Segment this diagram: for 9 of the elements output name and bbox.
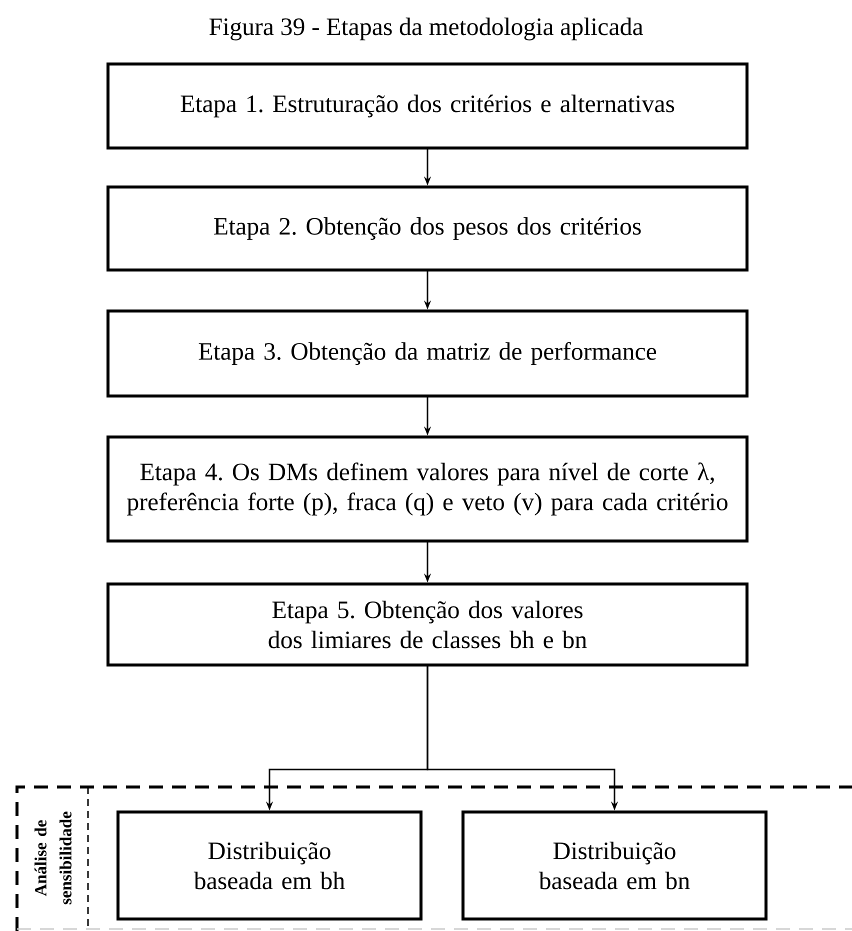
vertical-label: Análise de sensibilidade — [34, 812, 72, 904]
process-box: Etapa 5. Obtenção dos valores dos limiares de classes bh e bn — [106, 582, 748, 666]
process-box: Etapa 4. Os DMs definem valores para nível de corte λ, preferência forte (p), fraca (q) e veto (v) para cada critério — [106, 436, 748, 542]
process-box: Distribuição baseada em bh — [116, 810, 422, 920]
process-box: Etapa 1. Estruturação dos critérios e alternativas — [106, 62, 748, 150]
process-box: Distribuição baseada em bn — [462, 810, 768, 920]
process-box: Etapa 3. Obtenção da matriz de performance — [106, 310, 748, 398]
process-box: Etapa 2. Obtenção dos pesos dos critérios — [106, 186, 748, 272]
figure-title: Figura 39 - Etapas da metodologia aplicada — [209, 18, 644, 40]
